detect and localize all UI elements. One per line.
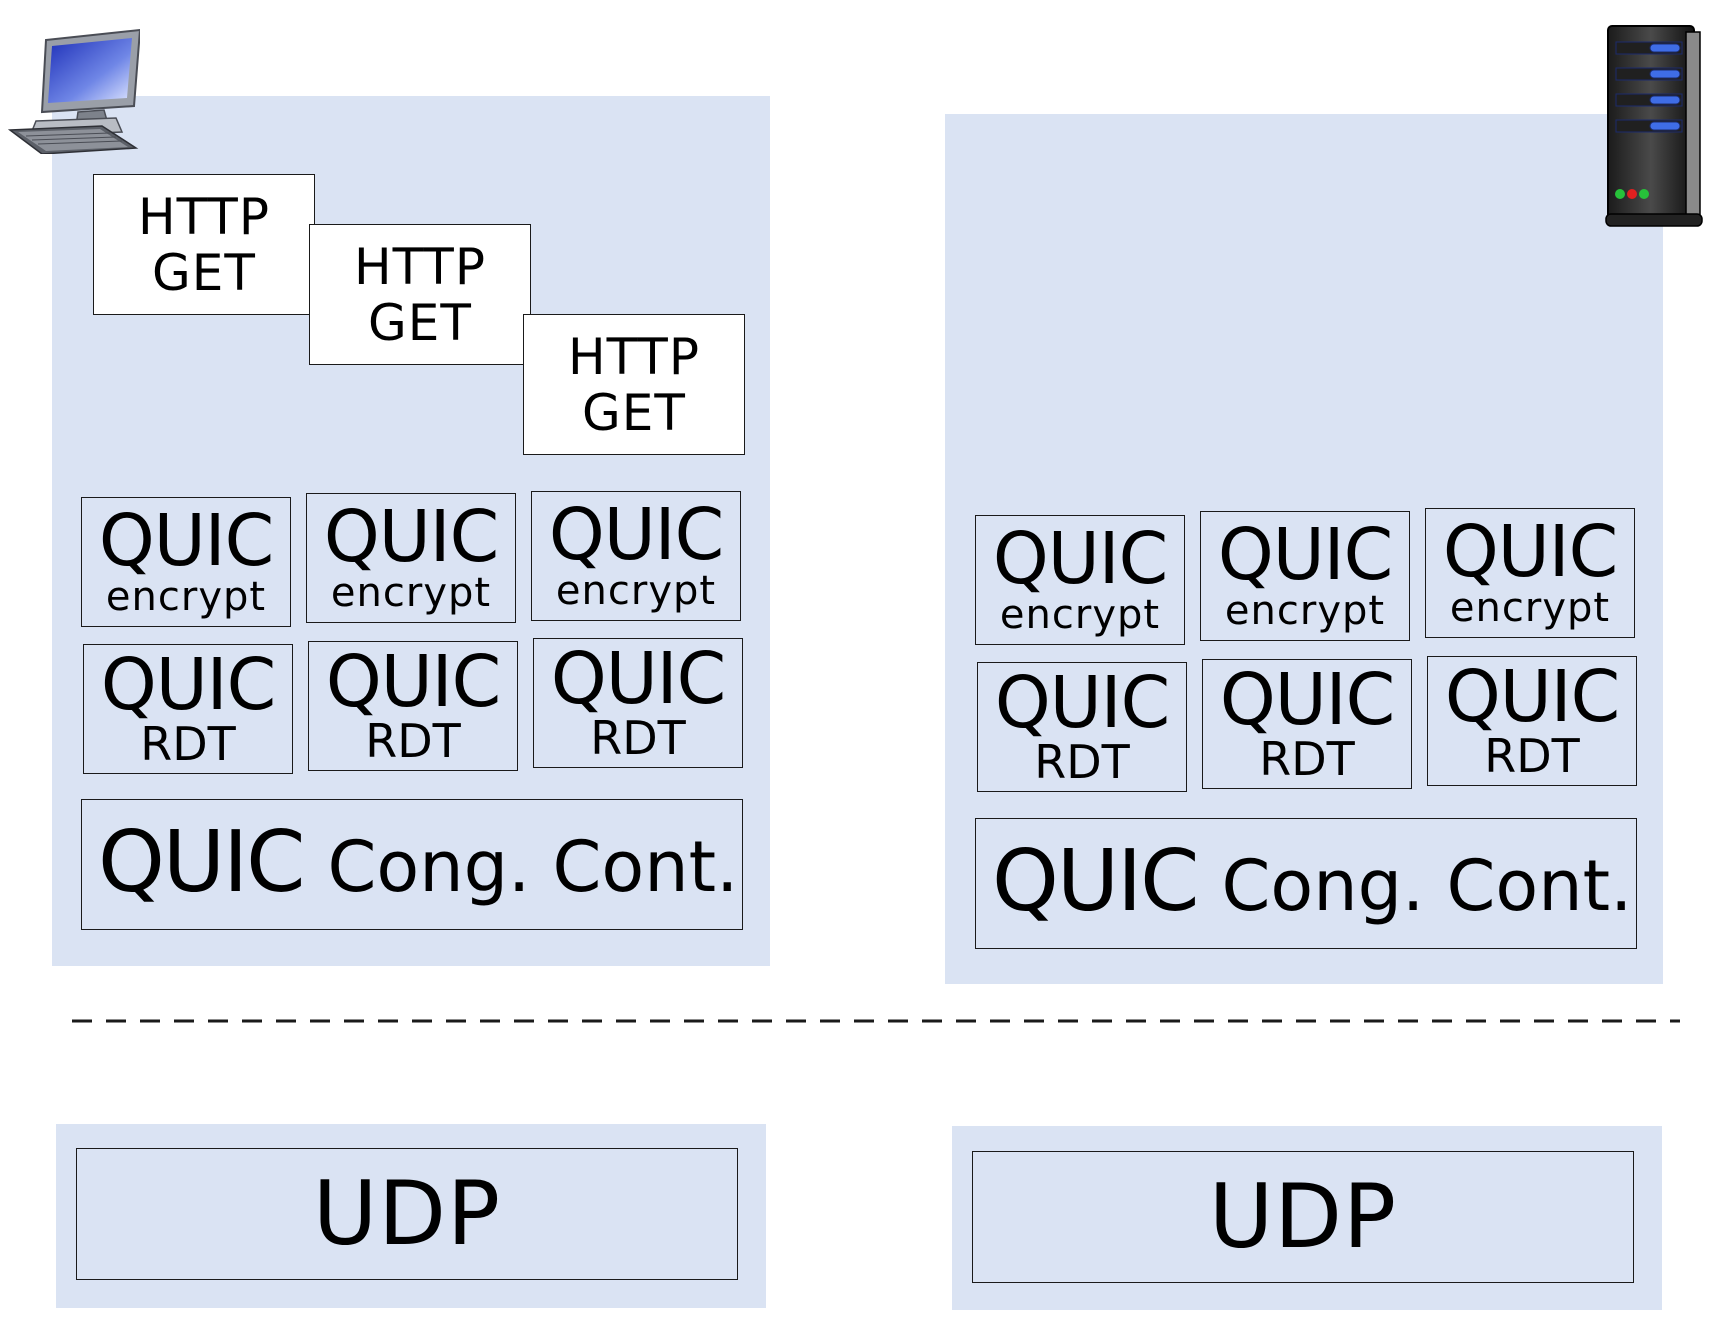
quic-encrypt-box: QUIC encrypt bbox=[1200, 511, 1410, 641]
quic-label: QUIC bbox=[325, 640, 501, 723]
encrypt-label: encrypt bbox=[105, 574, 267, 620]
quic-rdt-box: QUIC RDT bbox=[308, 641, 518, 771]
quic-label: QUIC bbox=[550, 637, 726, 720]
udp-box: UDP bbox=[972, 1151, 1634, 1283]
get-label: GET bbox=[152, 243, 256, 302]
http-label: HTTP bbox=[138, 187, 270, 246]
quic-rdt-box: QUIC RDT bbox=[977, 662, 1187, 792]
quic-label: QUIC bbox=[1444, 655, 1620, 738]
quic-congestion-control-box: QUIC Cong. Cont. bbox=[975, 818, 1637, 949]
udp-box: UDP bbox=[76, 1148, 738, 1280]
quic-label: QUIC bbox=[992, 517, 1168, 600]
quic-label: QUIC bbox=[1442, 510, 1618, 593]
quic-rdt-box: QUIC RDT bbox=[83, 644, 293, 774]
desktop-computer-icon bbox=[6, 26, 142, 155]
rdt-label: RDT bbox=[1034, 735, 1130, 789]
rdt-label: RDT bbox=[365, 714, 461, 768]
encrypt-label: encrypt bbox=[999, 592, 1161, 638]
rdt-label: RDT bbox=[590, 711, 686, 765]
quic-label: QUIC bbox=[100, 643, 276, 726]
http-get-box: HTTP GET bbox=[523, 314, 745, 455]
encrypt-label: encrypt bbox=[1224, 588, 1386, 634]
rdt-label: RDT bbox=[1259, 732, 1355, 786]
encrypt-label: encrypt bbox=[330, 570, 492, 616]
get-label: GET bbox=[368, 293, 472, 352]
encrypt-label: encrypt bbox=[1449, 585, 1611, 631]
quic-label: QUIC bbox=[992, 831, 1200, 931]
quic-label: QUIC bbox=[1219, 658, 1395, 741]
http-get-box: HTTP GET bbox=[309, 224, 531, 365]
rdt-label: RDT bbox=[1484, 729, 1580, 783]
quic-label: QUIC bbox=[98, 499, 274, 582]
udp-label: UDP bbox=[1208, 1165, 1398, 1268]
http-label: HTTP bbox=[568, 327, 700, 386]
quic-rdt-box: QUIC RDT bbox=[533, 638, 743, 768]
quic-encrypt-box: QUIC encrypt bbox=[975, 515, 1185, 645]
layer-separator-dashed-line bbox=[72, 1008, 1680, 1023]
quic-encrypt-box: QUIC encrypt bbox=[81, 497, 291, 627]
quic-encrypt-box: QUIC encrypt bbox=[306, 493, 516, 623]
server-stack-panel bbox=[945, 114, 1663, 984]
get-label: GET bbox=[582, 383, 686, 442]
quic-label: QUIC bbox=[994, 661, 1170, 744]
http-get-box: HTTP GET bbox=[93, 174, 315, 315]
congestion-control-label: Cong. Cont. bbox=[327, 825, 739, 908]
client-udp-panel bbox=[56, 1124, 766, 1308]
quic-rdt-box: QUIC RDT bbox=[1202, 659, 1412, 789]
rdt-label: RDT bbox=[140, 717, 236, 771]
server-udp-panel bbox=[952, 1126, 1662, 1310]
quic-encrypt-box: QUIC encrypt bbox=[1425, 508, 1635, 638]
quic-label: QUIC bbox=[1217, 513, 1393, 596]
quic-label: QUIC bbox=[98, 812, 306, 912]
quic-label: QUIC bbox=[548, 493, 724, 576]
udp-label: UDP bbox=[312, 1162, 502, 1265]
quic-rdt-box: QUIC RDT bbox=[1427, 656, 1637, 786]
http-label: HTTP bbox=[354, 237, 486, 296]
server-tower-icon bbox=[1600, 22, 1704, 230]
quic-congestion-control-box: QUIC Cong. Cont. bbox=[81, 799, 743, 930]
encrypt-label: encrypt bbox=[555, 568, 717, 614]
quic-encrypt-box: QUIC encrypt bbox=[531, 491, 741, 621]
congestion-control-label: Cong. Cont. bbox=[1221, 844, 1633, 927]
quic-label: QUIC bbox=[323, 495, 499, 578]
